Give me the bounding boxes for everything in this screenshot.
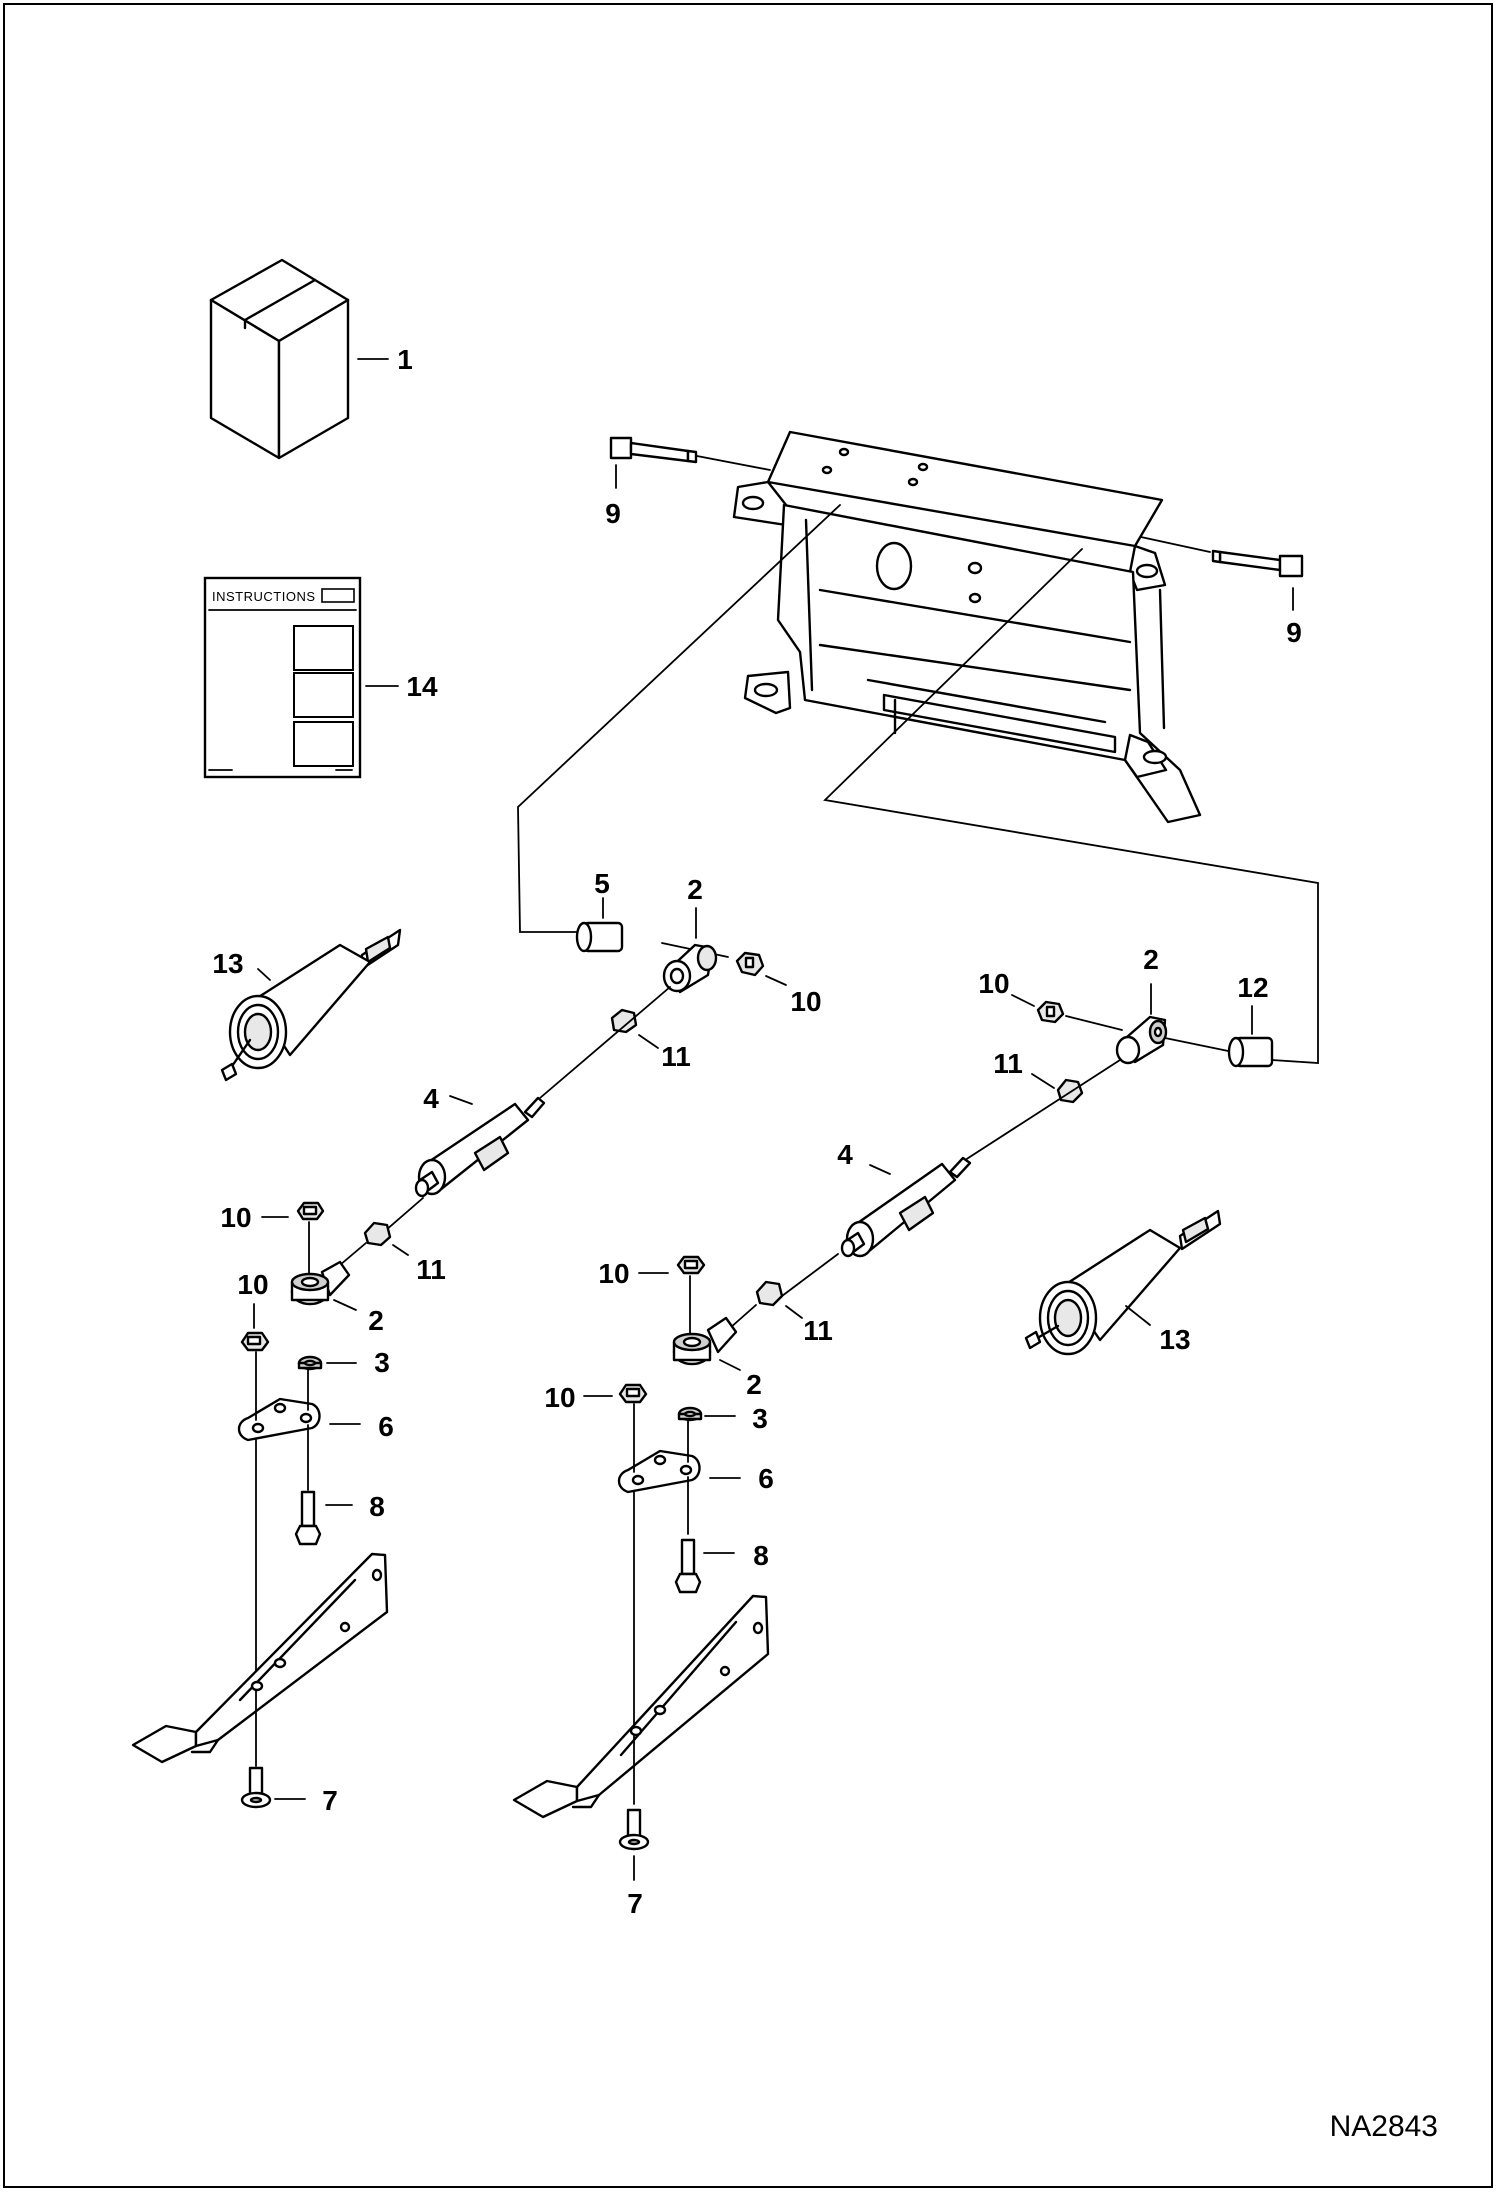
callout-13-right: 13 — [1159, 1324, 1190, 1355]
strap-bracket-left — [131, 1552, 389, 1764]
bolt-9-left — [609, 436, 698, 464]
jam-nut-11-low-left — [363, 1221, 392, 1247]
callout-12: 12 — [1237, 972, 1268, 1003]
cylinder-4-right — [840, 1156, 972, 1258]
callout-8-low-left: 8 — [369, 1491, 385, 1522]
bolt-7-low-left — [240, 1766, 272, 1809]
bolt-7-low-right — [618, 1808, 650, 1851]
nut-10-low-left-b — [240, 1331, 270, 1352]
mounting-bracket — [732, 430, 1202, 824]
callout-2-low-right: 2 — [746, 1369, 762, 1400]
callout-11-top-left: 11 — [661, 1041, 691, 1072]
callout-2-top-left: 2 — [687, 874, 703, 905]
plate-6-low-left — [237, 1397, 321, 1442]
callout-7-low-left: 7 — [322, 1785, 338, 1816]
callout-14: 14 — [406, 671, 438, 702]
washer-3-low-right — [677, 1406, 703, 1422]
nut-10-low-right-a — [676, 1255, 706, 1275]
gas-spring-13-left — [220, 928, 402, 1082]
callout-5: 5 — [594, 868, 610, 899]
bolt-9-right — [1211, 549, 1304, 578]
callout-3-low-right: 3 — [752, 1403, 768, 1434]
manual-title: INSTRUCTIONS — [212, 589, 316, 604]
callout-10-low-right-a: 10 — [598, 1258, 629, 1289]
callout-9-left: 9 — [605, 498, 621, 529]
strap-bracket-right — [512, 1594, 770, 1819]
callout-11-top-right: 11 — [993, 1048, 1023, 1079]
callout-10-top-left: 10 — [790, 986, 821, 1017]
cylinder-4-left — [414, 1096, 546, 1198]
plate-6-low-right — [617, 1449, 701, 1494]
spacer-12 — [1227, 1036, 1274, 1068]
callout-7-low-right: 7 — [627, 1888, 643, 1919]
callout-1: 1 — [397, 344, 413, 375]
instruction-manual: INSTRUCTIONS — [203, 576, 362, 779]
callout-13-left: 13 — [212, 948, 243, 979]
callout-8-low-right: 8 — [753, 1540, 769, 1571]
callout-3-low-left: 3 — [374, 1347, 390, 1378]
washer-3-low-left — [297, 1355, 323, 1371]
callout-10-low-right-b: 10 — [544, 1382, 575, 1413]
nut-10-top-right — [1036, 1000, 1065, 1024]
callout-2-low-left: 2 — [368, 1305, 384, 1336]
jam-nut-11-top-left — [610, 1008, 638, 1034]
nut-10-top-left — [735, 951, 765, 977]
callout-10-low-left-b: 10 — [237, 1269, 268, 1300]
drawing-code: NA2843 — [1330, 2110, 1438, 2143]
drawing-frame — [3, 3, 1493, 2188]
screw-8-low-left — [294, 1490, 322, 1546]
kit-box — [209, 258, 350, 460]
rod-end-2-top-left — [662, 943, 718, 994]
spacer-5 — [575, 921, 624, 953]
gas-spring-13-right — [1024, 1209, 1222, 1356]
callout-11-low-right: 11 — [803, 1315, 833, 1346]
callout-11-low-left: 11 — [416, 1254, 446, 1285]
callout-9-right: 9 — [1286, 617, 1302, 648]
screw-8-low-right — [674, 1538, 702, 1594]
jam-nut-11-low-right — [755, 1280, 784, 1307]
callout-2-top-right: 2 — [1143, 944, 1159, 975]
callout-4-right: 4 — [837, 1139, 853, 1170]
rod-end-2-top-right — [1115, 1015, 1168, 1065]
callout-10-top-right: 10 — [978, 968, 1009, 999]
nut-10-low-left-a — [296, 1201, 325, 1221]
callout-4-left: 4 — [423, 1083, 439, 1114]
nut-10-low-right-b — [618, 1383, 648, 1404]
callout-10-low-left-a: 10 — [220, 1202, 251, 1233]
callout-6-low-left: 6 — [378, 1411, 394, 1442]
callout-6-low-right: 6 — [758, 1463, 774, 1494]
rod-end-2-low-right — [672, 1316, 738, 1366]
rod-end-2-low-left — [290, 1260, 351, 1306]
